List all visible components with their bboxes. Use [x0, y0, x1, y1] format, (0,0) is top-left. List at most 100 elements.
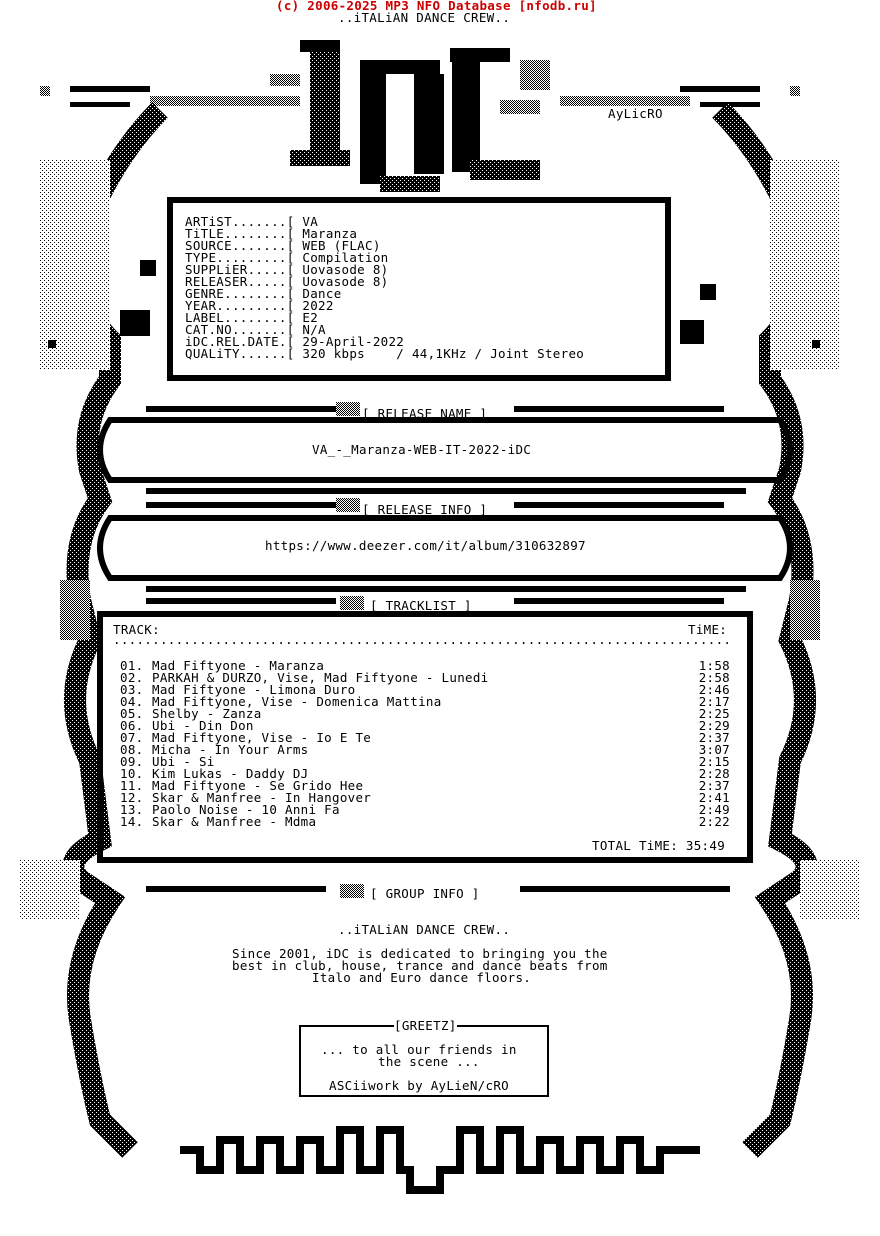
info-value: 320 kbps / 44,1KHz / Joint Stereo: [302, 346, 585, 361]
track-title: Mad Fiftyone, Vise - Domenica Mattina: [152, 694, 442, 709]
info-value: Dance: [302, 286, 342, 301]
track-title: Kim Lukas - Daddy DJ: [152, 766, 309, 781]
info-row: RELEASER.....[ Uovasode 8): [185, 274, 389, 289]
info-row: LABEL........[ E2: [185, 310, 319, 325]
info-value: WEB (FLAC): [302, 238, 381, 253]
track-number: 10.: [120, 766, 144, 781]
greetz-line-2: the scene ...: [378, 1054, 480, 1069]
track-title: Ubi - Si: [152, 754, 215, 769]
info-row: iDC.REL.DATE.[ 29-April-2022: [185, 334, 405, 349]
track-time: 2:46: [698, 682, 730, 697]
greetz-line-1: ... to all our friends in: [321, 1042, 517, 1057]
track-time: 1:58: [698, 658, 730, 673]
track-number: 07.: [120, 730, 144, 745]
track-number: 01.: [120, 658, 144, 673]
track-time: 2:29: [698, 718, 730, 733]
track-time: 2:58: [698, 670, 730, 685]
track-title: Mad Fiftyone - Limona Duro: [152, 682, 356, 697]
track-number: 08.: [120, 742, 144, 757]
track-time: 2:17: [698, 694, 730, 709]
track-number: 04.: [120, 694, 144, 709]
info-key: QUALiTY......[: [185, 346, 295, 361]
total-time: TOTAL TiME: 35:49: [592, 838, 726, 853]
track-number: 09.: [120, 754, 144, 769]
tracklist-header: [ TRACKLIST ]: [370, 598, 472, 613]
info-key: GENRE........[: [185, 286, 295, 301]
info-value: 29-April-2022: [302, 334, 405, 349]
track-title: Mad Fiftyone - Se Grido Hee: [152, 778, 364, 793]
ascii-credit: AyLicRO: [608, 106, 663, 121]
ascii-work-credit: ASCiiwork by AyLieN/cRO: [329, 1078, 509, 1093]
track-time: 3:07: [698, 742, 730, 757]
release-url[interactable]: https://www.deezer.com/it/album/31063289…: [265, 538, 586, 553]
track-number: 05.: [120, 706, 144, 721]
info-row: SOURCE.......[ WEB (FLAC): [185, 238, 381, 253]
info-value: E2: [302, 310, 319, 325]
track-number: 11.: [120, 778, 144, 793]
info-value: Uovasode 8): [302, 274, 389, 289]
info-row: GENRE........[ Dance: [185, 286, 342, 301]
release-name-value: VA_-_Maranza-WEB-IT-2022-iDC: [312, 442, 532, 457]
crew-tagline: ..iTALiAN DANCE CREW..: [338, 10, 511, 25]
track-title: Paolo Noise - 10 Anni Fa: [152, 802, 340, 817]
track-number: 13.: [120, 802, 144, 817]
idc-logo: [270, 40, 550, 192]
track-title: Ubi - Din Don: [152, 718, 254, 733]
info-value: 2022: [302, 298, 334, 313]
track-title: Skar & Manfree - In Hangover: [152, 790, 372, 805]
track-time: 2:22: [698, 814, 730, 829]
info-row: SUPPLiER.....[ Uovasode 8): [185, 262, 388, 277]
track-time: 2:49: [698, 802, 730, 817]
info-key: SOURCE.......[: [185, 238, 295, 253]
info-key: SUPPLiER.....[: [185, 262, 295, 277]
group-info-line-3: Italo and Euro dance floors.: [312, 970, 532, 985]
greetz-header: [GREETZ]: [394, 1018, 457, 1033]
track-title: PARKAH & DURZO, Vise, Mad Fiftyone - Lun…: [152, 670, 489, 685]
info-value: Compilation: [302, 250, 389, 265]
release-info-header: [ RELEASE INFO ]: [362, 502, 488, 517]
track-number: 14.: [120, 814, 144, 829]
info-key: YEAR.........[: [185, 298, 295, 313]
track-number: 06.: [120, 718, 144, 733]
track-number: 03.: [120, 682, 144, 697]
group-info-line-2: best in club, house, trance and dance be…: [232, 958, 608, 973]
track-time: 2:41: [698, 790, 730, 805]
tracklist-separator: ........................................…: [113, 634, 729, 646]
info-row: TiTLE........[ Maranza: [185, 226, 358, 241]
info-key: iDC.REL.DATE.[: [185, 334, 295, 349]
info-row: TYPE.........[ Compilation: [185, 250, 389, 265]
track-time: 2:37: [698, 778, 730, 793]
tracklist-col-track: TRACK:: [113, 622, 160, 637]
track-title: Shelby - Zanza: [152, 706, 262, 721]
info-key: RELEASER.....[: [185, 274, 295, 289]
info-row: YEAR.........[ 2022: [185, 298, 334, 313]
info-key: CAT.NO.......[: [185, 322, 295, 337]
track-title: Mad Fiftyone - Maranza: [152, 658, 325, 673]
track-title: Mad Fiftyone, Vise - Io E Te: [152, 730, 372, 745]
info-row: QUALiTY......[ 320 kbps / 44,1KHz / Join…: [185, 346, 585, 361]
info-row: ARTiST.......[ VA: [185, 214, 319, 229]
tracklist-col-time: TiME:: [688, 622, 728, 637]
track-number: 02.: [120, 670, 144, 685]
group-info-line-1: Since 2001, iDC is dedicated to bringing…: [232, 946, 608, 961]
info-key: TYPE.........[: [185, 250, 295, 265]
track-number: 12.: [120, 790, 144, 805]
info-value: N/A: [302, 322, 326, 337]
track-title: Micha - In Your Arms: [152, 742, 309, 757]
group-tagline: ..iTALiAN DANCE CREW..: [338, 922, 511, 937]
track-time: 2:15: [698, 754, 730, 769]
release-name-header: [ RELEASE NAME ]: [362, 406, 488, 421]
copyright-line: (c) 2006-2025 MP3 NFO Database [nfodb.ru…: [276, 0, 597, 13]
group-info-header: [ GROUP INFO ]: [370, 886, 480, 901]
track-time: 2:25: [698, 706, 730, 721]
info-value: VA: [302, 214, 319, 229]
track-title: Skar & Manfree - Mdma: [152, 814, 317, 829]
info-row: CAT.NO.......[ N/A: [185, 322, 326, 337]
info-key: LABEL........[: [185, 310, 295, 325]
info-key: ARTiST.......[: [185, 214, 295, 229]
info-key: TiTLE........[: [185, 226, 295, 241]
track-time: 2:37: [698, 730, 730, 745]
info-value: Maranza: [302, 226, 358, 241]
track-time: 2:28: [698, 766, 730, 781]
